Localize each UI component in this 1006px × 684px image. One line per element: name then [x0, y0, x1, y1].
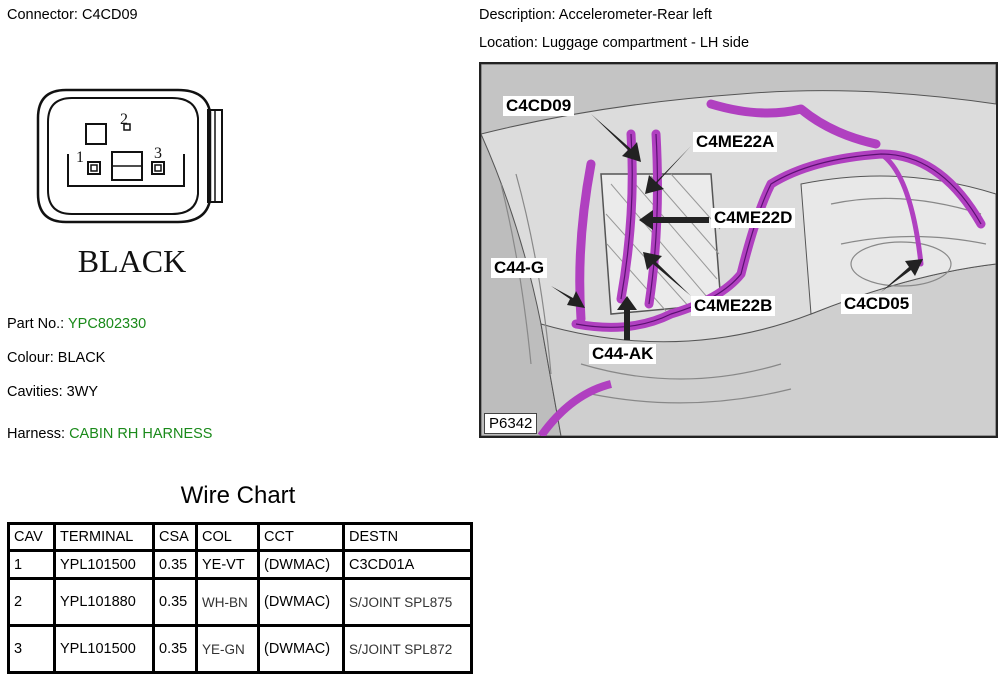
col-header-terminal: TERMINAL	[53, 522, 155, 552]
callout-c44g: C44-G	[491, 258, 548, 278]
connector-face-diagram: 1 2 3 BLACK	[36, 88, 223, 279]
cell-cav: 2	[7, 577, 56, 627]
description-line: Description: Accelerometer-Rear left	[479, 7, 712, 23]
pin-cavity-2-box	[85, 123, 107, 145]
cell-col: YE-VT	[195, 549, 260, 580]
callout-c4me22d: C4ME22D	[711, 208, 796, 228]
pin-cavity-2	[123, 123, 131, 131]
arrow-c44g	[551, 286, 585, 308]
pin-cavity-3	[151, 161, 165, 175]
luggage-compartment-illustration	[481, 64, 996, 436]
col-header-cct: CCT	[257, 522, 345, 552]
connector-label: Connector:	[7, 7, 78, 23]
description-value: Accelerometer-Rear left	[558, 7, 712, 23]
cell-destn: S/JOINT SPL875	[342, 577, 473, 627]
cell-col: YE-GN	[195, 624, 260, 674]
photo-id-label: P6342	[484, 413, 538, 434]
cell-cct: (DWMAC)	[257, 549, 345, 580]
colour-value: BLACK	[57, 350, 106, 366]
part-number-link[interactable]: YPC802330	[68, 316, 147, 332]
cell-terminal: YPL101500	[53, 624, 155, 674]
cell-cct: (DWMAC)	[257, 624, 345, 674]
callout-c4cd05: C4CD05	[841, 294, 913, 314]
cell-col: WH-BN	[195, 577, 260, 627]
wire-chart-table: CAV TERMINAL CSA COL CCT DESTN 1 YPL1015…	[7, 522, 473, 674]
part-number-line: Part No.: YPC802330	[7, 316, 146, 332]
part-number-label: Part No.:	[7, 316, 65, 332]
harness-line: Harness: CABIN RH HARNESS	[7, 426, 212, 442]
cell-csa: 0.35	[152, 549, 198, 580]
connector-id: C4CD09	[81, 7, 138, 23]
arrow-c4me22b	[643, 252, 691, 296]
connector-inner-shell	[47, 97, 199, 215]
arrow-c4cd05	[881, 259, 923, 292]
arrow-c4cd09	[591, 114, 641, 162]
connector-line: Connector: C4CD09	[7, 7, 138, 23]
callout-c4me22a: C4ME22A	[693, 132, 778, 152]
pin-label-3: 3	[154, 145, 162, 162]
cell-terminal: YPL101880	[53, 577, 155, 627]
arrow-c4me22d	[639, 210, 709, 230]
pin-label-1: 1	[76, 149, 84, 166]
table-row: 2 YPL101880 0.35 WH-BN (DWMAC) S/JOINT S…	[7, 577, 473, 627]
callout-c44ak: C44-AK	[589, 344, 657, 364]
cavities-value: 3WY	[66, 384, 99, 400]
harness-link[interactable]: CABIN RH HARNESS	[69, 426, 213, 442]
col-header-col: COL	[195, 522, 260, 552]
arrow-c4me22a	[645, 146, 691, 194]
location-line: Location: Luggage compartment - LH side	[479, 35, 749, 51]
wire-chart-title: Wire Chart	[180, 482, 296, 509]
pin-label-2: 2	[120, 111, 128, 128]
col-header-cav: CAV	[7, 522, 56, 552]
cell-cct: (DWMAC)	[257, 577, 345, 627]
cell-destn: C3CD01A	[342, 549, 473, 580]
description-label: Description:	[479, 7, 556, 23]
pin-cavity-1	[87, 161, 101, 175]
cell-csa: 0.35	[152, 577, 198, 627]
harness-label: Harness:	[7, 426, 66, 442]
cavities-label: Cavities:	[7, 384, 63, 400]
col-header-destn: DESTN	[342, 522, 473, 552]
callout-c4me22b: C4ME22B	[691, 296, 776, 316]
cavities-line: Cavities: 3WY	[7, 384, 98, 400]
cell-csa: 0.35	[152, 624, 198, 674]
cell-destn: S/JOINT SPL872	[342, 624, 473, 674]
arrow-c44ak	[617, 296, 637, 340]
table-row: 1 YPL101500 0.35 YE-VT (DWMAC) C3CD01A	[7, 549, 473, 580]
cell-terminal: YPL101500	[53, 549, 155, 580]
location-label: Location:	[479, 35, 538, 51]
connector-color-label: BLACK	[78, 243, 186, 279]
cell-cav: 1	[7, 549, 56, 580]
location-value: Luggage compartment - LH side	[541, 35, 750, 51]
table-row: 3 YPL101500 0.35 YE-GN (DWMAC) S/JOINT S…	[7, 624, 473, 674]
colour-line: Colour: BLACK	[7, 350, 105, 366]
cell-cav: 3	[7, 624, 56, 674]
connector-outer-shell	[36, 88, 212, 224]
col-header-csa: CSA	[152, 522, 198, 552]
callout-c4cd09: C4CD09	[503, 96, 575, 116]
colour-label: Colour:	[7, 350, 54, 366]
location-photo: C4CD09 C4ME22A C4ME22D C44-G C4ME22B C4C…	[479, 62, 998, 438]
wire-chart-header-row: CAV TERMINAL CSA COL CCT DESTN	[7, 522, 473, 552]
